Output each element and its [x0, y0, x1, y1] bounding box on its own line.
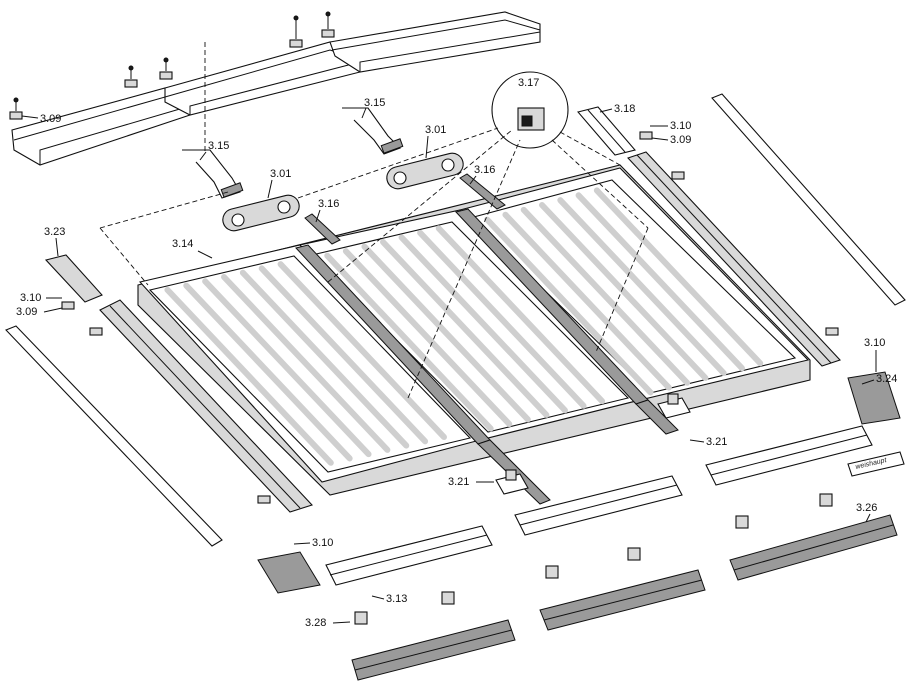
callout-leader — [361, 107, 367, 119]
absorber-tube — [520, 206, 691, 386]
callout-c_321a: 3.21 — [706, 436, 727, 448]
detail-circle-3-17 — [491, 71, 569, 149]
bracket-3-21-b — [657, 393, 691, 419]
side-rail-left-long — [99, 299, 313, 513]
callout-leader — [199, 151, 207, 161]
callout-leader — [43, 307, 63, 313]
roof-hook-3-15-b — [342, 107, 404, 155]
absorber-tube — [484, 216, 654, 396]
callout-leader — [371, 595, 385, 600]
callout-c_313: 3.13 — [386, 593, 407, 605]
absorber-tube — [221, 274, 391, 453]
bottom-flashing-right — [705, 425, 873, 486]
side-rail-right-long — [627, 151, 841, 367]
callout-c_323: 3.23 — [44, 226, 65, 238]
callout-c_318: 3.18 — [614, 103, 635, 115]
callout-leader — [865, 513, 871, 523]
absorber-tube — [435, 225, 606, 405]
callout-leader — [469, 175, 477, 185]
callout-c_301b: 3.01 — [425, 124, 446, 136]
absorber-tube — [258, 265, 429, 445]
connector-3-01-b — [386, 152, 464, 190]
top-flashing-right — [329, 11, 541, 73]
absorber-tube — [183, 282, 353, 462]
ridge-brackets — [9, 11, 335, 120]
absorber-tube — [239, 269, 410, 449]
rail-brackets — [61, 131, 839, 504]
callout-c_324: 3.24 — [876, 373, 897, 385]
callout-leader — [315, 209, 321, 223]
callout-leader — [425, 135, 429, 159]
absorber-tube — [593, 187, 764, 367]
cover-strip-left — [5, 325, 223, 547]
top-flashing-left — [11, 87, 191, 166]
absorber-tube — [398, 234, 568, 414]
callout-c_326: 3.26 — [856, 502, 877, 514]
brand-plate: weishaupt — [847, 451, 905, 477]
absorber-tube — [164, 286, 334, 466]
callout-c_328: 3.28 — [305, 617, 326, 629]
lead-apron-left — [351, 619, 516, 681]
callout-leader — [651, 137, 669, 141]
connector-3-01-a — [222, 194, 300, 232]
absorber-tubes — [164, 187, 764, 466]
callout-c_316a: 3.16 — [318, 198, 339, 210]
callout-leader — [689, 439, 705, 443]
callout-leader — [861, 379, 875, 385]
callout-c_301a: 3.01 — [270, 168, 291, 180]
side-rail-right-3-18 — [577, 106, 636, 156]
callout-c_309b: 3.09 — [670, 134, 691, 146]
absorber-tube — [539, 202, 709, 381]
side-rail-left-3-23 — [44, 254, 103, 303]
callout-c_315b: 3.15 — [364, 97, 385, 109]
pad-3-10-bottom — [257, 551, 321, 594]
absorber-tube — [417, 229, 587, 409]
callout-c_314: 3.14 — [172, 238, 193, 250]
callout-leader — [267, 179, 273, 199]
lead-apron-right — [729, 514, 898, 581]
apron-brackets — [354, 493, 833, 625]
joint-cap-3-16-a — [304, 213, 341, 245]
top-flashing-middle — [164, 41, 361, 116]
pad-3-24 — [847, 371, 901, 425]
lead-apron-middle — [539, 569, 706, 631]
bottom-flashing-middle — [514, 475, 683, 536]
absorber-tube — [202, 278, 372, 458]
callout-leader — [21, 115, 39, 119]
callout-c_317: 3.17 — [518, 77, 539, 89]
callout-c_315a: 3.15 — [208, 140, 229, 152]
callout-leader — [332, 621, 351, 624]
panel-joint-bar-2 — [455, 208, 679, 435]
callout-leader — [197, 250, 213, 259]
callout-c_310c: 3.10 — [864, 337, 885, 349]
callout-c_316b: 3.16 — [474, 164, 495, 176]
absorber-tube — [277, 261, 447, 441]
bracket-3-21-a — [495, 469, 529, 495]
callout-leader — [293, 542, 311, 545]
callout-labels: 3.09 3.15 3.01 3.16 3.15 3.01 3.16 3.17 3.18 3.10… — [16, 77, 897, 629]
callout-c_310d: 3.10 — [312, 537, 333, 549]
callout-c_321b: 3.21 — [448, 476, 469, 488]
callout-leader — [55, 237, 59, 257]
bottom-flashing-left — [325, 525, 493, 586]
callout-c_309a: 3.09 — [40, 113, 61, 125]
absorber-tube — [557, 197, 727, 377]
absorber-tube — [380, 239, 550, 418]
absorber-tube — [324, 252, 494, 432]
absorber-tube — [342, 248, 513, 428]
absorber-tube — [502, 211, 672, 391]
callout-c_310b: 3.10 — [20, 292, 41, 304]
absorber-tube — [361, 243, 531, 423]
callout-c_310a: 3.10 — [670, 120, 691, 132]
roof-hook-3-15-a — [182, 149, 244, 199]
guide-lines — [99, 42, 649, 399]
cover-strip-right — [711, 93, 906, 306]
callout-c_309c: 3.09 — [16, 306, 37, 318]
absorber-tube — [575, 192, 745, 372]
callout-leader — [599, 108, 613, 113]
